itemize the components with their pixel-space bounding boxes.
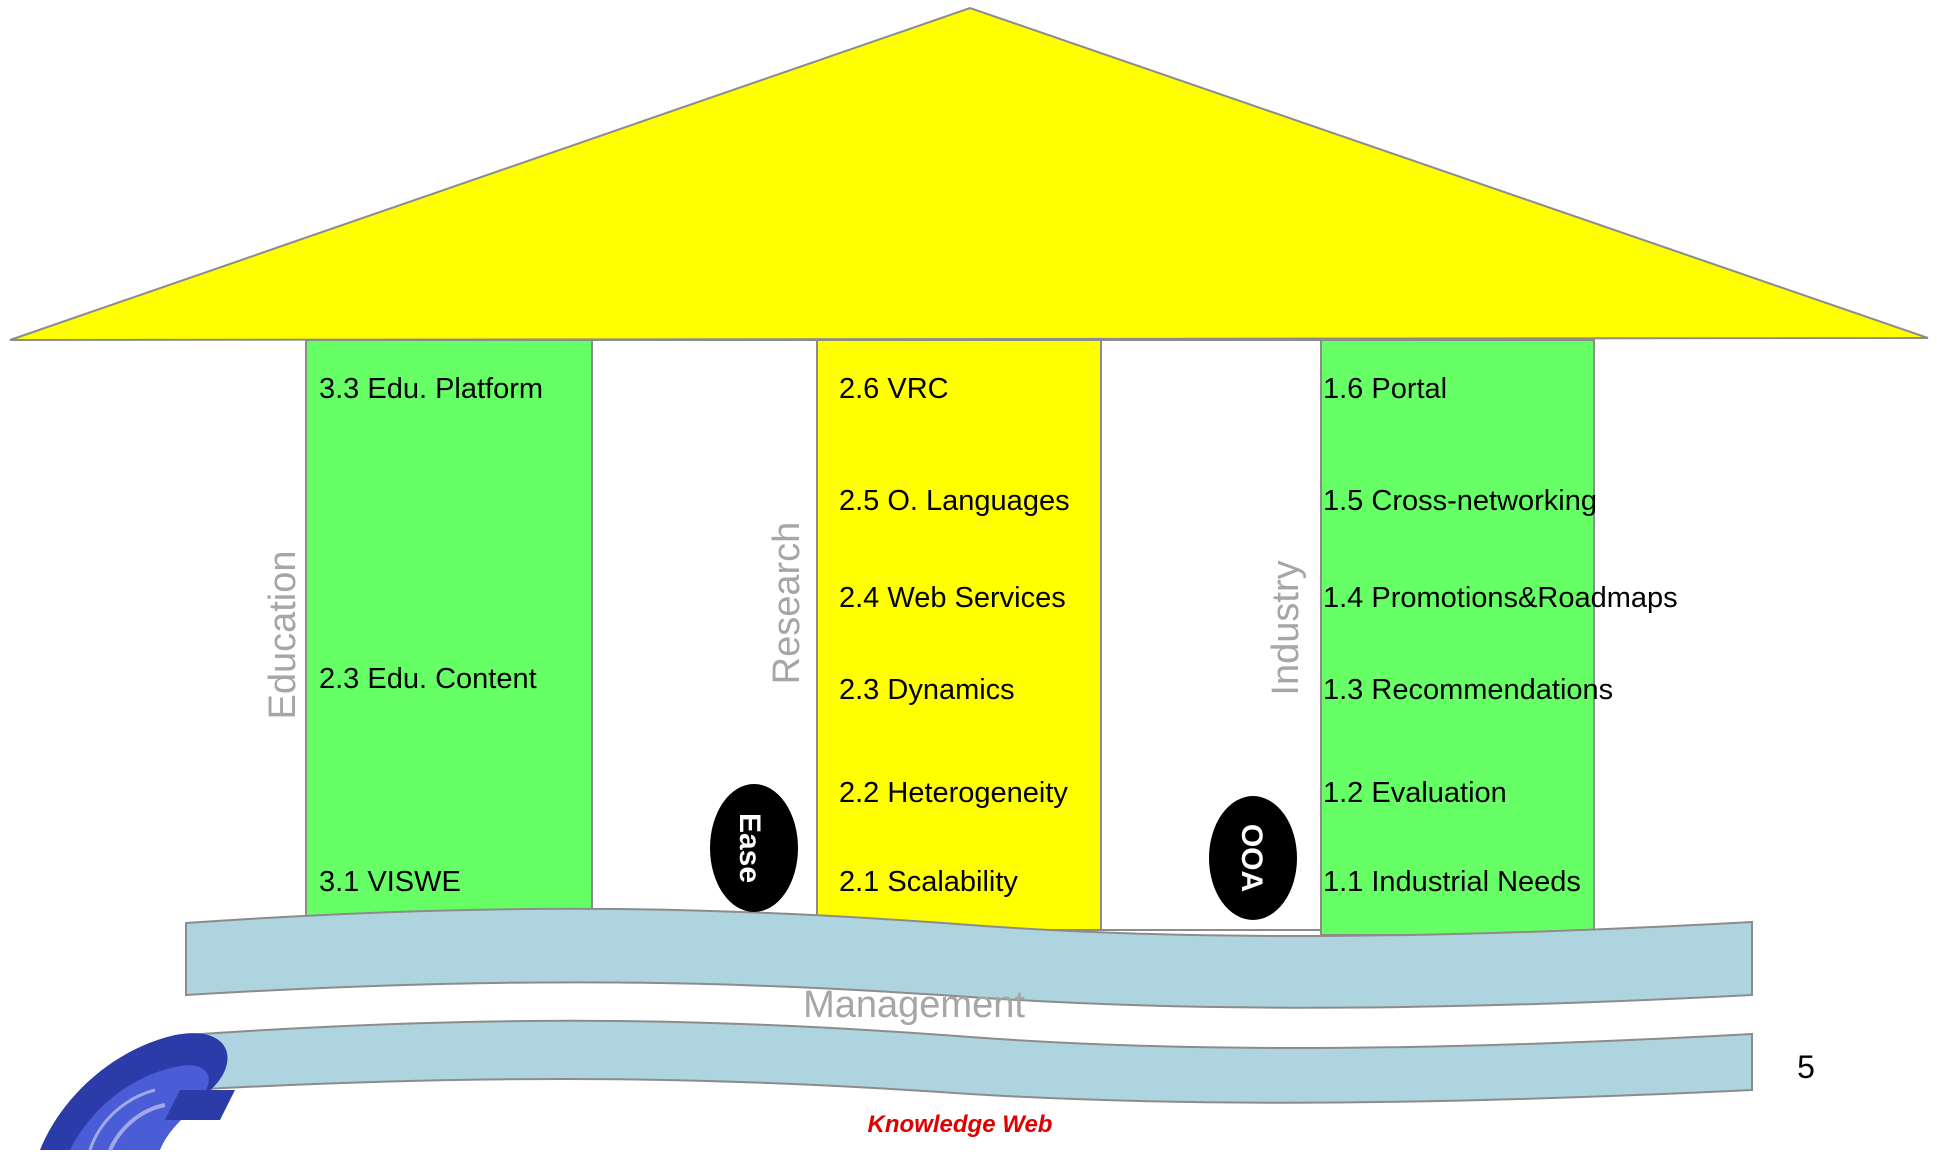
logo (40, 1033, 235, 1151)
industry-item: 1.4 Promotions&Roadmaps (1323, 582, 1678, 614)
industry-column (1320, 339, 1595, 936)
ooa-badge (1209, 796, 1297, 920)
research-item: 2.5 O. Languages (839, 485, 1070, 517)
pillar-label-research: Research (766, 522, 808, 685)
education-item: 3.1 VISWE (319, 866, 461, 898)
education-column (305, 339, 593, 918)
ease-badge (710, 784, 798, 912)
education-item: 2.3 Edu. Content (319, 663, 537, 695)
research-item: 2.3 Dynamics (839, 674, 1015, 706)
industry-item: 1.1 Industrial Needs (1323, 866, 1581, 898)
research-column (816, 339, 1102, 931)
management-label: Management (803, 984, 1025, 1026)
research-item: 2.2 Heterogeneity (839, 777, 1068, 809)
industry-item: 1.3 Recommendations (1323, 674, 1613, 706)
research-item: 2.1 Scalability (839, 866, 1018, 898)
research-item: 2.4 Web Services (839, 582, 1066, 614)
roof (9, 6, 1929, 341)
foundation-band-top (185, 907, 1753, 1009)
ease-badge-label: Ease (733, 813, 766, 883)
pillar-label-industry: Industry (1265, 560, 1307, 695)
page-number: 5 (1797, 1049, 1815, 1085)
industry-item: 1.6 Portal (1323, 373, 1447, 405)
pillar-label-education: Education (262, 550, 304, 719)
ooa-badge-label: OOA (1235, 824, 1268, 892)
foundation-band-bottom (185, 1019, 1753, 1104)
research-item: 2.6 VRC (839, 373, 949, 405)
footer-brand: Knowledge Web (868, 1111, 1053, 1138)
industry-item: 1.2 Evaluation (1323, 777, 1507, 809)
education-item: 3.3 Edu. Platform (319, 373, 543, 405)
industry-item: 1.5 Cross-networking (1323, 485, 1597, 517)
